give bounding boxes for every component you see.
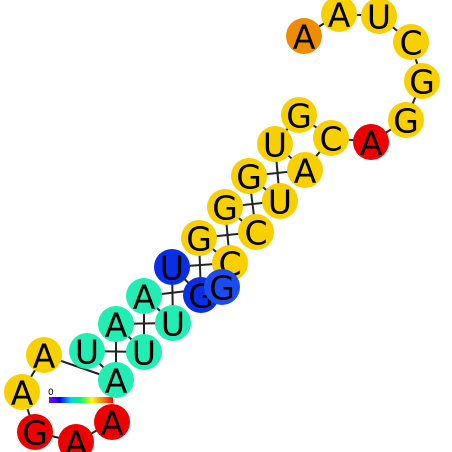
nucleotide-letter: G: [209, 269, 235, 308]
nucleotide-circle: [287, 152, 323, 188]
nucleotide-letter: U: [263, 126, 287, 165]
nucleotide-node: C: [238, 214, 274, 253]
nucleotide-letter: A: [360, 124, 383, 163]
nucleotide-letter: C: [319, 120, 342, 159]
nucleotide-letter: C: [244, 214, 267, 253]
nucleotide-circle: [393, 24, 429, 60]
nucleotide-node: A: [353, 124, 389, 163]
nucleotide-circle: [58, 424, 94, 452]
nucleotide-circle: [207, 189, 243, 225]
nucleotide-circle: [204, 269, 240, 305]
nucleotide-node: G: [17, 414, 53, 452]
nucleotide-circle: [26, 337, 62, 373]
nucleotide-letter: G: [236, 158, 262, 197]
nucleotide-circle: [262, 183, 298, 219]
nucleotide-node: C: [313, 120, 349, 159]
nucleotide-letter: G: [212, 189, 238, 228]
nucleotide-letter: U: [161, 305, 185, 344]
nucleotide-circle: [321, 0, 357, 32]
nucleotide-node: A: [98, 306, 134, 345]
nucleotide-circle: [257, 126, 293, 162]
nucleotide-letter: A: [101, 404, 124, 443]
nucleotide-circle: [353, 124, 389, 160]
nucleotide-node: G: [388, 102, 424, 141]
nucleotide-node: U: [69, 333, 105, 372]
nucleotide-circle: [231, 158, 267, 194]
nucleotide-node: G: [404, 63, 440, 102]
nucleotide-circle: [181, 220, 217, 256]
nucleotide-letter: G: [22, 414, 48, 452]
nucleotide-circle: [4, 374, 40, 410]
nucleotide-letter: U: [75, 333, 99, 372]
nucleotide-letter: A: [294, 152, 317, 191]
nucleotide-node: U: [126, 334, 162, 373]
nucleotide-node: A: [98, 362, 134, 401]
nucleotide-node: A: [58, 424, 94, 452]
nucleotide-circle: [155, 305, 191, 341]
nucleotide-node: A: [126, 278, 162, 317]
nucleotide-node: U: [361, 0, 397, 37]
nucleotide-node: U: [154, 249, 190, 288]
nucleotide-node: A: [286, 18, 322, 57]
nucleotide-letter: A: [105, 362, 128, 401]
nucleotide-circle: [313, 120, 349, 156]
nucleotide-node: G: [231, 158, 267, 197]
nucleotide-letter: A: [293, 18, 316, 57]
nucleotide-circle: [98, 306, 134, 342]
nucleotide-node: G: [281, 97, 317, 136]
nucleotide-circle: [281, 97, 317, 133]
nucleotide-circle: [238, 214, 274, 250]
color-scale-rect: [49, 397, 113, 403]
nucleotide-circle: [126, 334, 162, 370]
nucleotide-node: A: [26, 337, 62, 376]
nucleotide-node: U: [262, 183, 298, 222]
nucleotide-letter: U: [367, 0, 391, 37]
nucleotide-circle: [361, 0, 397, 34]
nucleotide-letter: G: [409, 63, 435, 102]
nucleotide-letter: U: [268, 183, 292, 222]
nucleotide-circle: [388, 102, 424, 138]
nucleotide-circle: [286, 18, 322, 54]
color-scale-min-label: 0: [48, 388, 54, 398]
nucleotide-node: A: [287, 152, 323, 191]
nucleotide-node: U: [155, 305, 191, 344]
nucleotide-circle: [126, 278, 162, 314]
nucleotide-circle: [98, 362, 134, 398]
nucleotide-letter: A: [105, 306, 128, 345]
nucleotide-circle: [69, 333, 105, 369]
nucleotide-letter: A: [65, 424, 88, 452]
nucleotide-letter: C: [399, 24, 422, 63]
nucleotide-node: C: [393, 24, 429, 63]
nucleotide-letter: A: [11, 374, 34, 413]
nucleotide-letter: G: [286, 97, 312, 136]
nucleotide-node: A: [321, 0, 357, 35]
nucleotide-letter: A: [33, 337, 56, 376]
nucleotide-circle: [94, 404, 130, 440]
nucleotide-letter: A: [133, 278, 156, 317]
nucleotide-circle: [17, 414, 53, 450]
backbone-and-pair-bonds: [21, 13, 423, 443]
nucleotide-node: G: [181, 220, 217, 259]
nucleotide-letter: G: [393, 102, 419, 141]
nucleotide-node: G: [207, 189, 243, 228]
nucleotide-circle: [404, 63, 440, 99]
nucleotide-node: G: [204, 269, 240, 308]
nucleotide-letter: G: [186, 220, 212, 259]
nucleotide-node: A: [94, 404, 130, 443]
nucleotide-letter: U: [160, 249, 184, 288]
color-scale-bar: 0: [48, 388, 113, 403]
nucleotide-letter: A: [328, 0, 351, 35]
nucleotide-letter: U: [132, 334, 156, 373]
nucleotide-circle: [154, 249, 190, 285]
nucleotide-node: U: [257, 126, 293, 165]
nucleotide-node: A: [4, 374, 40, 413]
